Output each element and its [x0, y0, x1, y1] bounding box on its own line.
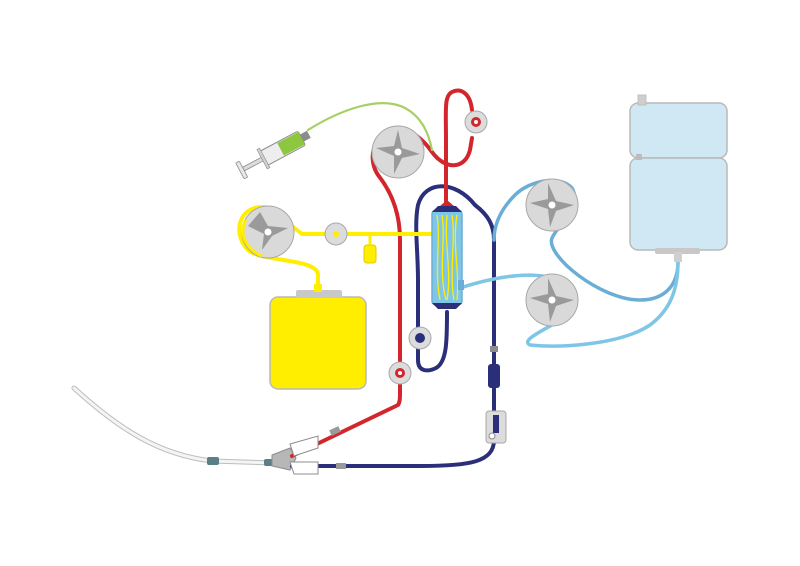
dialysate-pump-icon: [525, 273, 579, 327]
anticoagulant-pump-icon: [241, 205, 295, 259]
clamp-icon: [289, 435, 319, 475]
anticoagulant-bag-icon: [269, 284, 367, 390]
filter-top-cap-icon: [432, 206, 462, 212]
fluid-bag-icon: [629, 94, 728, 262]
pressure-sensor-venous: [408, 326, 432, 350]
luer-connector-icon: [329, 426, 346, 469]
drip-chamber-icon: [363, 234, 377, 264]
fluid-bag-lower: [629, 157, 728, 251]
fluid-bag-upper: [629, 102, 728, 159]
venous-drip-chamber-icon: [488, 346, 500, 388]
blood-pump-icon: [371, 125, 425, 179]
pressure-sensor-arterial: [388, 361, 412, 385]
catheter: [71, 385, 297, 471]
catheter-marker-icon: [207, 457, 219, 465]
filter-bottom-cap-icon: [432, 303, 462, 309]
air-detector-clamp-icon: [485, 410, 507, 444]
pressure-sensor-icon: [324, 110, 488, 385]
syringe-icon: [235, 130, 311, 179]
syringe-line: [306, 102, 434, 152]
pressure-sensor-top: [464, 110, 488, 134]
filter-cartridge-icon: [431, 200, 464, 309]
pressure-sensor-anticoag: [324, 222, 348, 246]
effluent-pump-icon: [525, 178, 579, 232]
